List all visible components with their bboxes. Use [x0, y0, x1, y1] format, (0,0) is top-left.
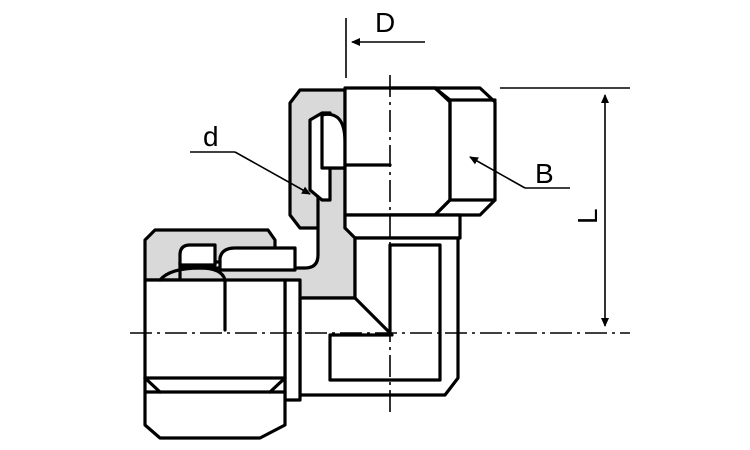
elbow-bevel	[353, 296, 394, 337]
dimension-small-d-arrow	[234, 151, 311, 195]
label-d: d	[203, 121, 219, 152]
left-ferrule	[178, 243, 217, 267]
left-hex-lower-1	[143, 376, 162, 394]
upper-hex-nut	[343, 86, 497, 217]
label-B: B	[535, 158, 554, 189]
elbow-body	[298, 236, 460, 397]
left-collar	[283, 278, 302, 402]
left-hex-lower-2	[268, 376, 287, 394]
label-D: D	[375, 7, 395, 38]
label-L: L	[572, 208, 603, 224]
left-hex-cap	[158, 266, 227, 282]
upper-hex-right	[433, 86, 452, 217]
left-hex-nut	[143, 278, 287, 440]
left-sleeve	[218, 246, 297, 272]
upper-collar	[343, 213, 462, 240]
upper-sleeve	[320, 112, 347, 170]
dimension-b-arrow	[469, 156, 526, 189]
